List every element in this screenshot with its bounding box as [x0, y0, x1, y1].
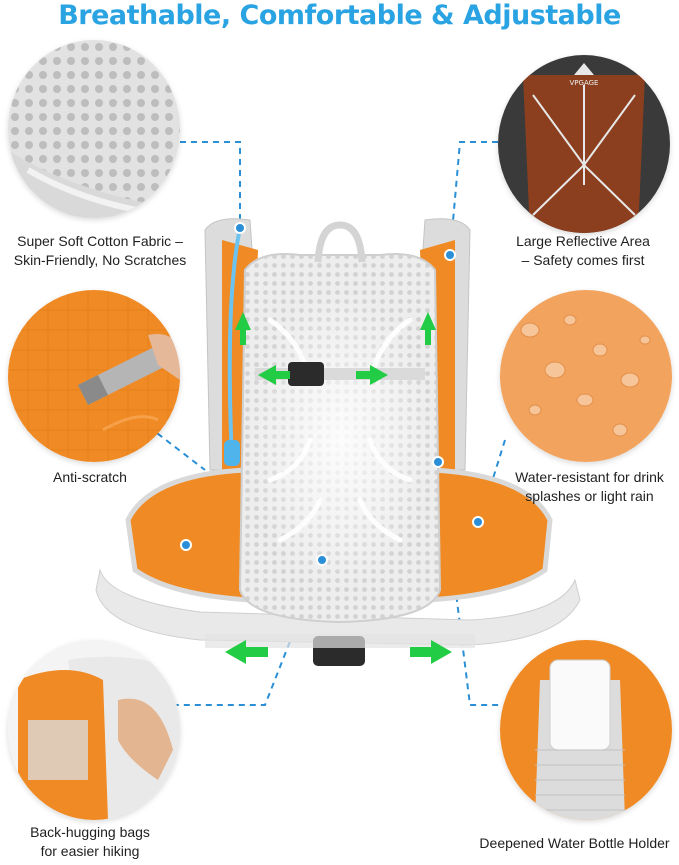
- orange-fabric-knife-image: [8, 290, 180, 462]
- caption-back-hugging: Back-hugging bags for easier hiking: [30, 824, 150, 859]
- caption-bottle-holder: Deepened Water Bottle Holder: [479, 835, 670, 851]
- brand-logo-text: VPGAGE: [570, 79, 599, 87]
- anti-scratch-detail: [8, 290, 180, 462]
- caption-reflective: Large Reflective Area – Safety comes fir…: [516, 233, 650, 268]
- reflective-back-image: VPGAGE: [498, 55, 670, 233]
- bottle-holder-detail: [500, 640, 672, 820]
- caption-anti-scratch: Anti-scratch: [53, 469, 127, 485]
- caption-soft-fabric: Super Soft Cotton Fabric – Skin-Friendly…: [13, 233, 187, 268]
- page-title: Breathable, Comfortable & Adjustable: [58, 0, 621, 31]
- wearer-back-image: [8, 640, 180, 820]
- callout-line-back-hugging: [175, 559, 323, 706]
- bottle-pocket-image: [500, 640, 672, 820]
- mesh-fabric-image: [8, 40, 180, 218]
- callout-line-reflective: [449, 141, 498, 256]
- soft-fabric-detail: [8, 40, 180, 218]
- water-droplets-image: [500, 290, 672, 462]
- callout-line-soft-fabric: [180, 141, 241, 228]
- caption-water-resistant: Water-resistant for drink splashes or li…: [515, 469, 664, 504]
- water-resistant-detail: [500, 290, 672, 462]
- back-hugging-detail: [8, 640, 180, 820]
- reflective-detail: VPGAGE: [498, 55, 670, 233]
